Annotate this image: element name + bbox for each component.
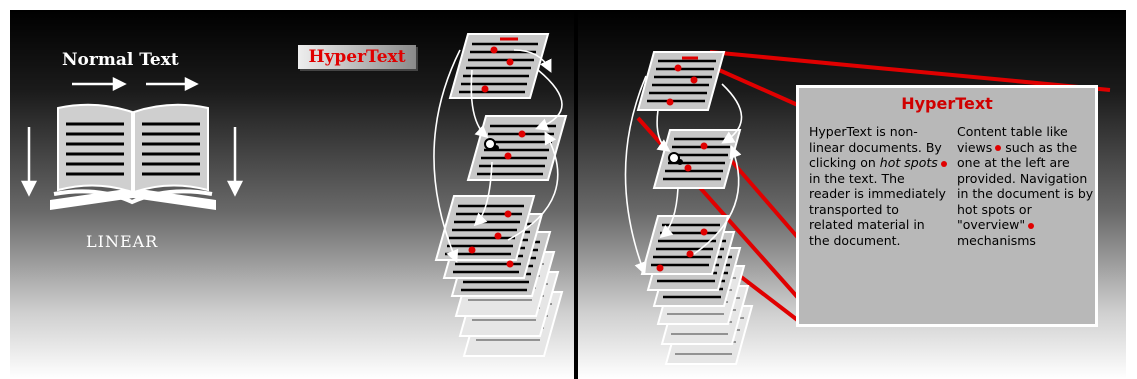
- hot-spot-dot: [995, 145, 1002, 151]
- left-panel: Normal Text LINEAR HyperText: [10, 10, 574, 379]
- left-illustration: [20, 32, 568, 357]
- panel-divider: [574, 10, 578, 379]
- info-box-title: HyperText: [901, 94, 993, 113]
- open-book-icon: [50, 103, 216, 210]
- book-direction-arrows: [20, 76, 244, 197]
- hypertext-document-stack: [433, 32, 568, 357]
- info-column-2: Content table like views such as the one…: [957, 124, 1095, 248]
- info-column-1: HyperText is non-linear documents. By cl…: [809, 124, 947, 248]
- col1-text-2: in the text. The reader is immediately t…: [809, 170, 946, 248]
- hypertext-label: HyperText: [298, 45, 416, 69]
- hot-spot-dot: [940, 160, 947, 167]
- right-illustration: [624, 50, 1111, 365]
- col1-text-1: HyperText is non-linear documents. By cl…: [809, 124, 942, 170]
- hot-spots-term: hot spots: [879, 155, 938, 170]
- linear-label: LINEAR: [86, 232, 159, 251]
- normal-text-label: Normal Text: [62, 50, 179, 70]
- hypertext-document-stack-right: [624, 50, 753, 365]
- col2-text-2: such as the one at the left are provided…: [957, 139, 1094, 233]
- hot-spot-dot: [1028, 222, 1035, 229]
- col2-text-1: Content table like views: [957, 124, 1068, 155]
- col2-text-3: mechanisms: [957, 232, 1036, 248]
- hypertext-info-box: HyperText HyperText is non-linear docume…: [796, 85, 1098, 327]
- right-panel: HyperText HyperText is non-linear docume…: [578, 10, 1126, 379]
